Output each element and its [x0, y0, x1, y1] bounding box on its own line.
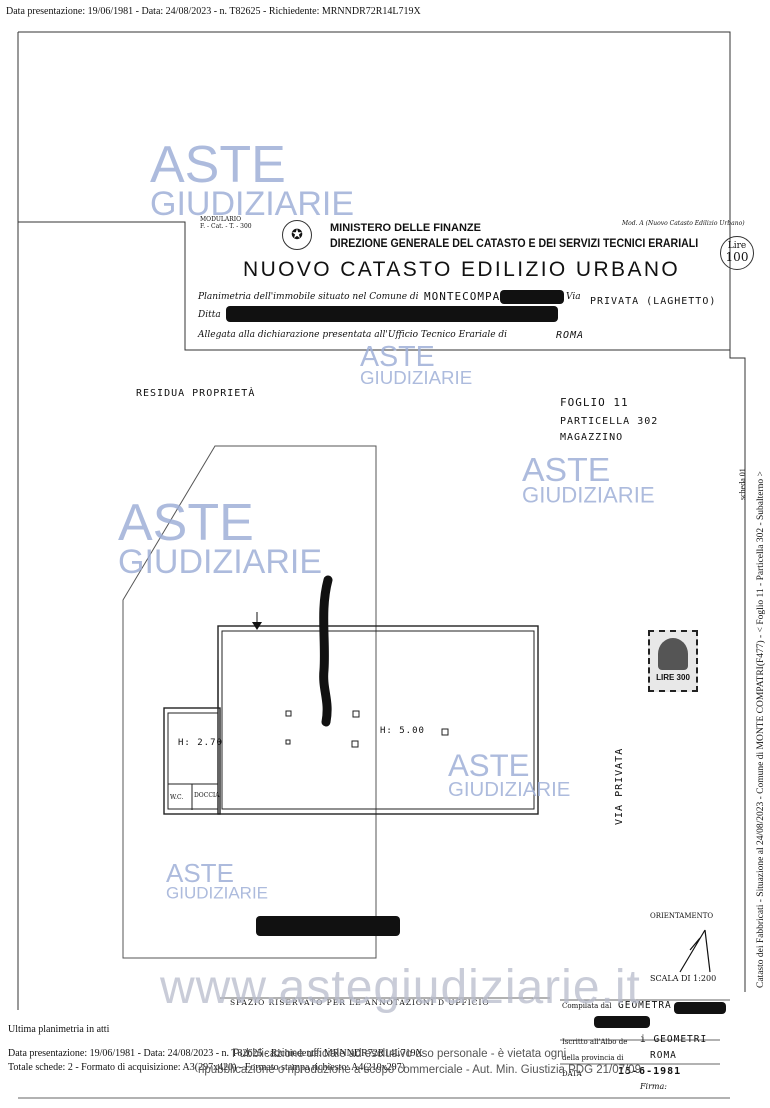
- annex-inner: [167, 712, 219, 810]
- watermark-notice-2: ripubblicazione o riproduzione a scopo c…: [198, 1064, 641, 1076]
- ministero-label: MINISTERO DELLE FINANZE: [330, 222, 481, 234]
- mod-label: Mod. A (Nuovo Catasto Edilizio Urbano): [622, 220, 745, 227]
- comune-value: MONTECOMPATRI: [424, 290, 524, 303]
- pillar: [351, 740, 359, 748]
- watermark-notice-1: Pubblicazione ufficiale ad esclusivo uso…: [232, 1048, 567, 1060]
- via-label: Via: [566, 292, 581, 302]
- lire-badge: Lire 100: [720, 236, 754, 270]
- footer-line1: Data presentazione: 19/06/1981 - Data: 2…: [8, 1048, 423, 1059]
- revenue-stamp: LIRE 300: [648, 630, 698, 692]
- redaction: [256, 916, 400, 936]
- provincia-label: della provincia di: [562, 1054, 624, 1062]
- pillar: [285, 710, 292, 717]
- redaction: [500, 290, 564, 304]
- destinazione-label: MAGAZZINO: [560, 432, 624, 443]
- pillar: [352, 710, 360, 718]
- redaction: [594, 1016, 650, 1028]
- scribble-mark: [319, 575, 333, 727]
- compilata-value: GEOMETRA: [618, 1000, 672, 1011]
- stamp-portrait-icon: [658, 638, 688, 670]
- compass-needle: [679, 929, 711, 973]
- catasto-title: NUOVO CATASTO EDILIZIO URBANO: [243, 258, 681, 281]
- footer-line2: Totale schede: 2 - Formato di acquisizio…: [8, 1062, 405, 1073]
- foglio-label: FOGLIO 11: [560, 396, 629, 409]
- comune-line-label: Planimetria dell'immobile situato nel Co…: [198, 292, 419, 302]
- emblem-icon: ✪: [282, 220, 312, 250]
- scala-label: SCALA DI 1:200: [650, 974, 717, 983]
- pillar: [441, 728, 449, 736]
- wc-label: W.C.: [170, 794, 184, 801]
- via-value: PRIVATA (LAGHETTO): [590, 296, 717, 307]
- side-catasto-text: Catasto dei Fabbricati - Situazione al 2…: [756, 471, 766, 988]
- redaction: [226, 306, 558, 322]
- lot-boundary: [122, 445, 377, 959]
- pillar: [285, 739, 291, 745]
- room-main-height: H: 5.00: [380, 726, 425, 736]
- side-scheda-text: scheda 01: [738, 468, 747, 500]
- redaction: [674, 1002, 726, 1014]
- doccia-label: DOCCIA: [194, 792, 220, 799]
- particella-label: PARTICELLA 302: [560, 416, 659, 427]
- room-small-height: H: 2.70: [178, 738, 223, 748]
- main-building-inner: [221, 630, 535, 810]
- compilata-label: Compilata dal: [562, 1002, 612, 1010]
- orientamento-label: ORIENTAMENTO: [650, 912, 714, 920]
- direzione-label: DIREZIONE GENERALE DEL CATASTO E DEI SER…: [330, 238, 699, 250]
- iscritto-label: Iscritto all'Albo de: [562, 1038, 628, 1046]
- header-line: Data presentazione: 19/06/1981 - Data: 2…: [6, 6, 421, 17]
- footer-ultima: Ultima planimetria in atti: [8, 1024, 110, 1035]
- firma-label: Firma:: [640, 1082, 667, 1091]
- ufficio-label: Allegata alla dichiarazione presentata a…: [198, 330, 508, 340]
- modello-label: MODULARIO F. - Cat. - T. - 300: [200, 216, 252, 230]
- entrance-arrow: [252, 622, 262, 630]
- iscritto-value: i GEOMETRI: [640, 1034, 708, 1045]
- via-privata-label: VIA PRIVATA: [614, 747, 625, 825]
- data-label: DATA: [562, 1070, 582, 1078]
- ditta-label: Ditta: [198, 310, 221, 320]
- residua-label: RESIDUA PROPRIETÀ: [136, 388, 256, 399]
- sheet-frame: [18, 31, 746, 992]
- annex-outer: [163, 707, 221, 815]
- watermark-url: www.astegiudiziarie.it: [160, 961, 641, 1014]
- ufficio-value: ROMA: [556, 330, 585, 341]
- spazio-riservato: SPAZIO RISERVATO PER LE ANNOTAZIONI D'UF…: [230, 998, 490, 1007]
- provincia-value: ROMA: [650, 1050, 677, 1061]
- data-value: 15-6-1981: [618, 1066, 682, 1077]
